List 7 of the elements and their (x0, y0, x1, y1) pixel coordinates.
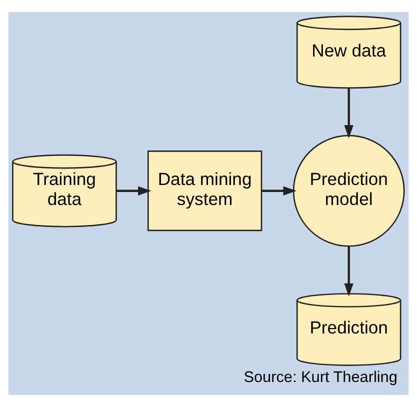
arrow (344, 88, 354, 138)
node-circle: Prediction model (292, 134, 405, 247)
arrow (116, 186, 152, 196)
arrow (344, 246, 354, 297)
arrow (262, 186, 296, 196)
node-box: Data mining system (147, 150, 262, 232)
caption: Source: Kurt Thearling (244, 369, 398, 386)
